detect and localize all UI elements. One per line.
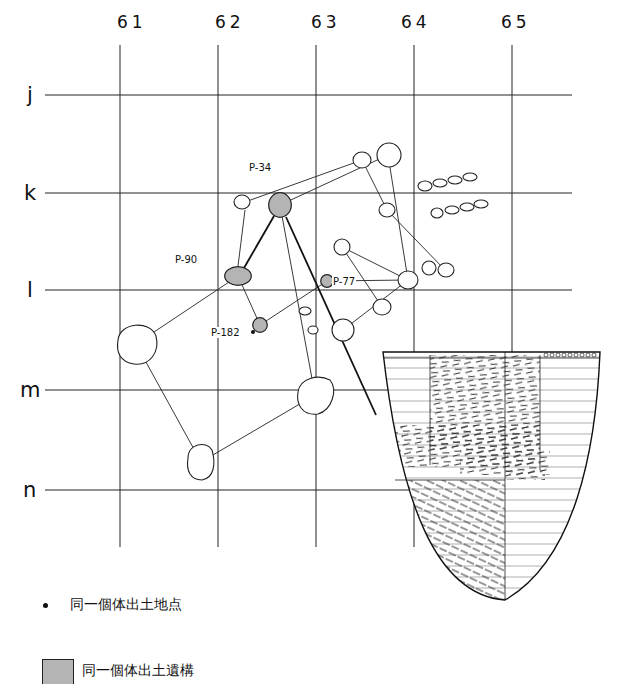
pit-shape	[268, 192, 292, 218]
feature-pit: P-77	[320, 274, 334, 288]
column-number: 62	[215, 14, 245, 31]
column-number: 63	[311, 14, 341, 31]
legend-text: 同一個体出土地点	[70, 596, 182, 614]
pottery-vessel	[383, 352, 605, 602]
legend-dot	[43, 603, 48, 608]
feature-number: P-90	[174, 254, 198, 265]
row-letter: l	[27, 280, 33, 301]
feature-number: P-77	[332, 276, 356, 287]
row-letter: j	[27, 85, 33, 106]
feature-pit: P-90	[224, 266, 252, 286]
legend-swatch	[42, 659, 74, 684]
column-number: 65	[501, 14, 531, 31]
row-letter: n	[23, 480, 36, 501]
column-number: 61	[117, 14, 147, 31]
feature-number: P-182	[210, 327, 241, 338]
joining-lines	[244, 216, 376, 415]
pit-shape	[252, 317, 268, 333]
feature-pit: P-34	[268, 192, 292, 218]
legend-text: 同一個体出土遺構	[82, 662, 194, 680]
feature-number: P-34	[248, 162, 272, 173]
feature-pit: P-182	[252, 317, 268, 333]
column-number: 64	[401, 14, 431, 31]
grid-lines	[45, 45, 572, 547]
pit-shape	[224, 266, 252, 286]
row-letter: k	[24, 183, 36, 204]
row-letter: m	[20, 380, 40, 401]
